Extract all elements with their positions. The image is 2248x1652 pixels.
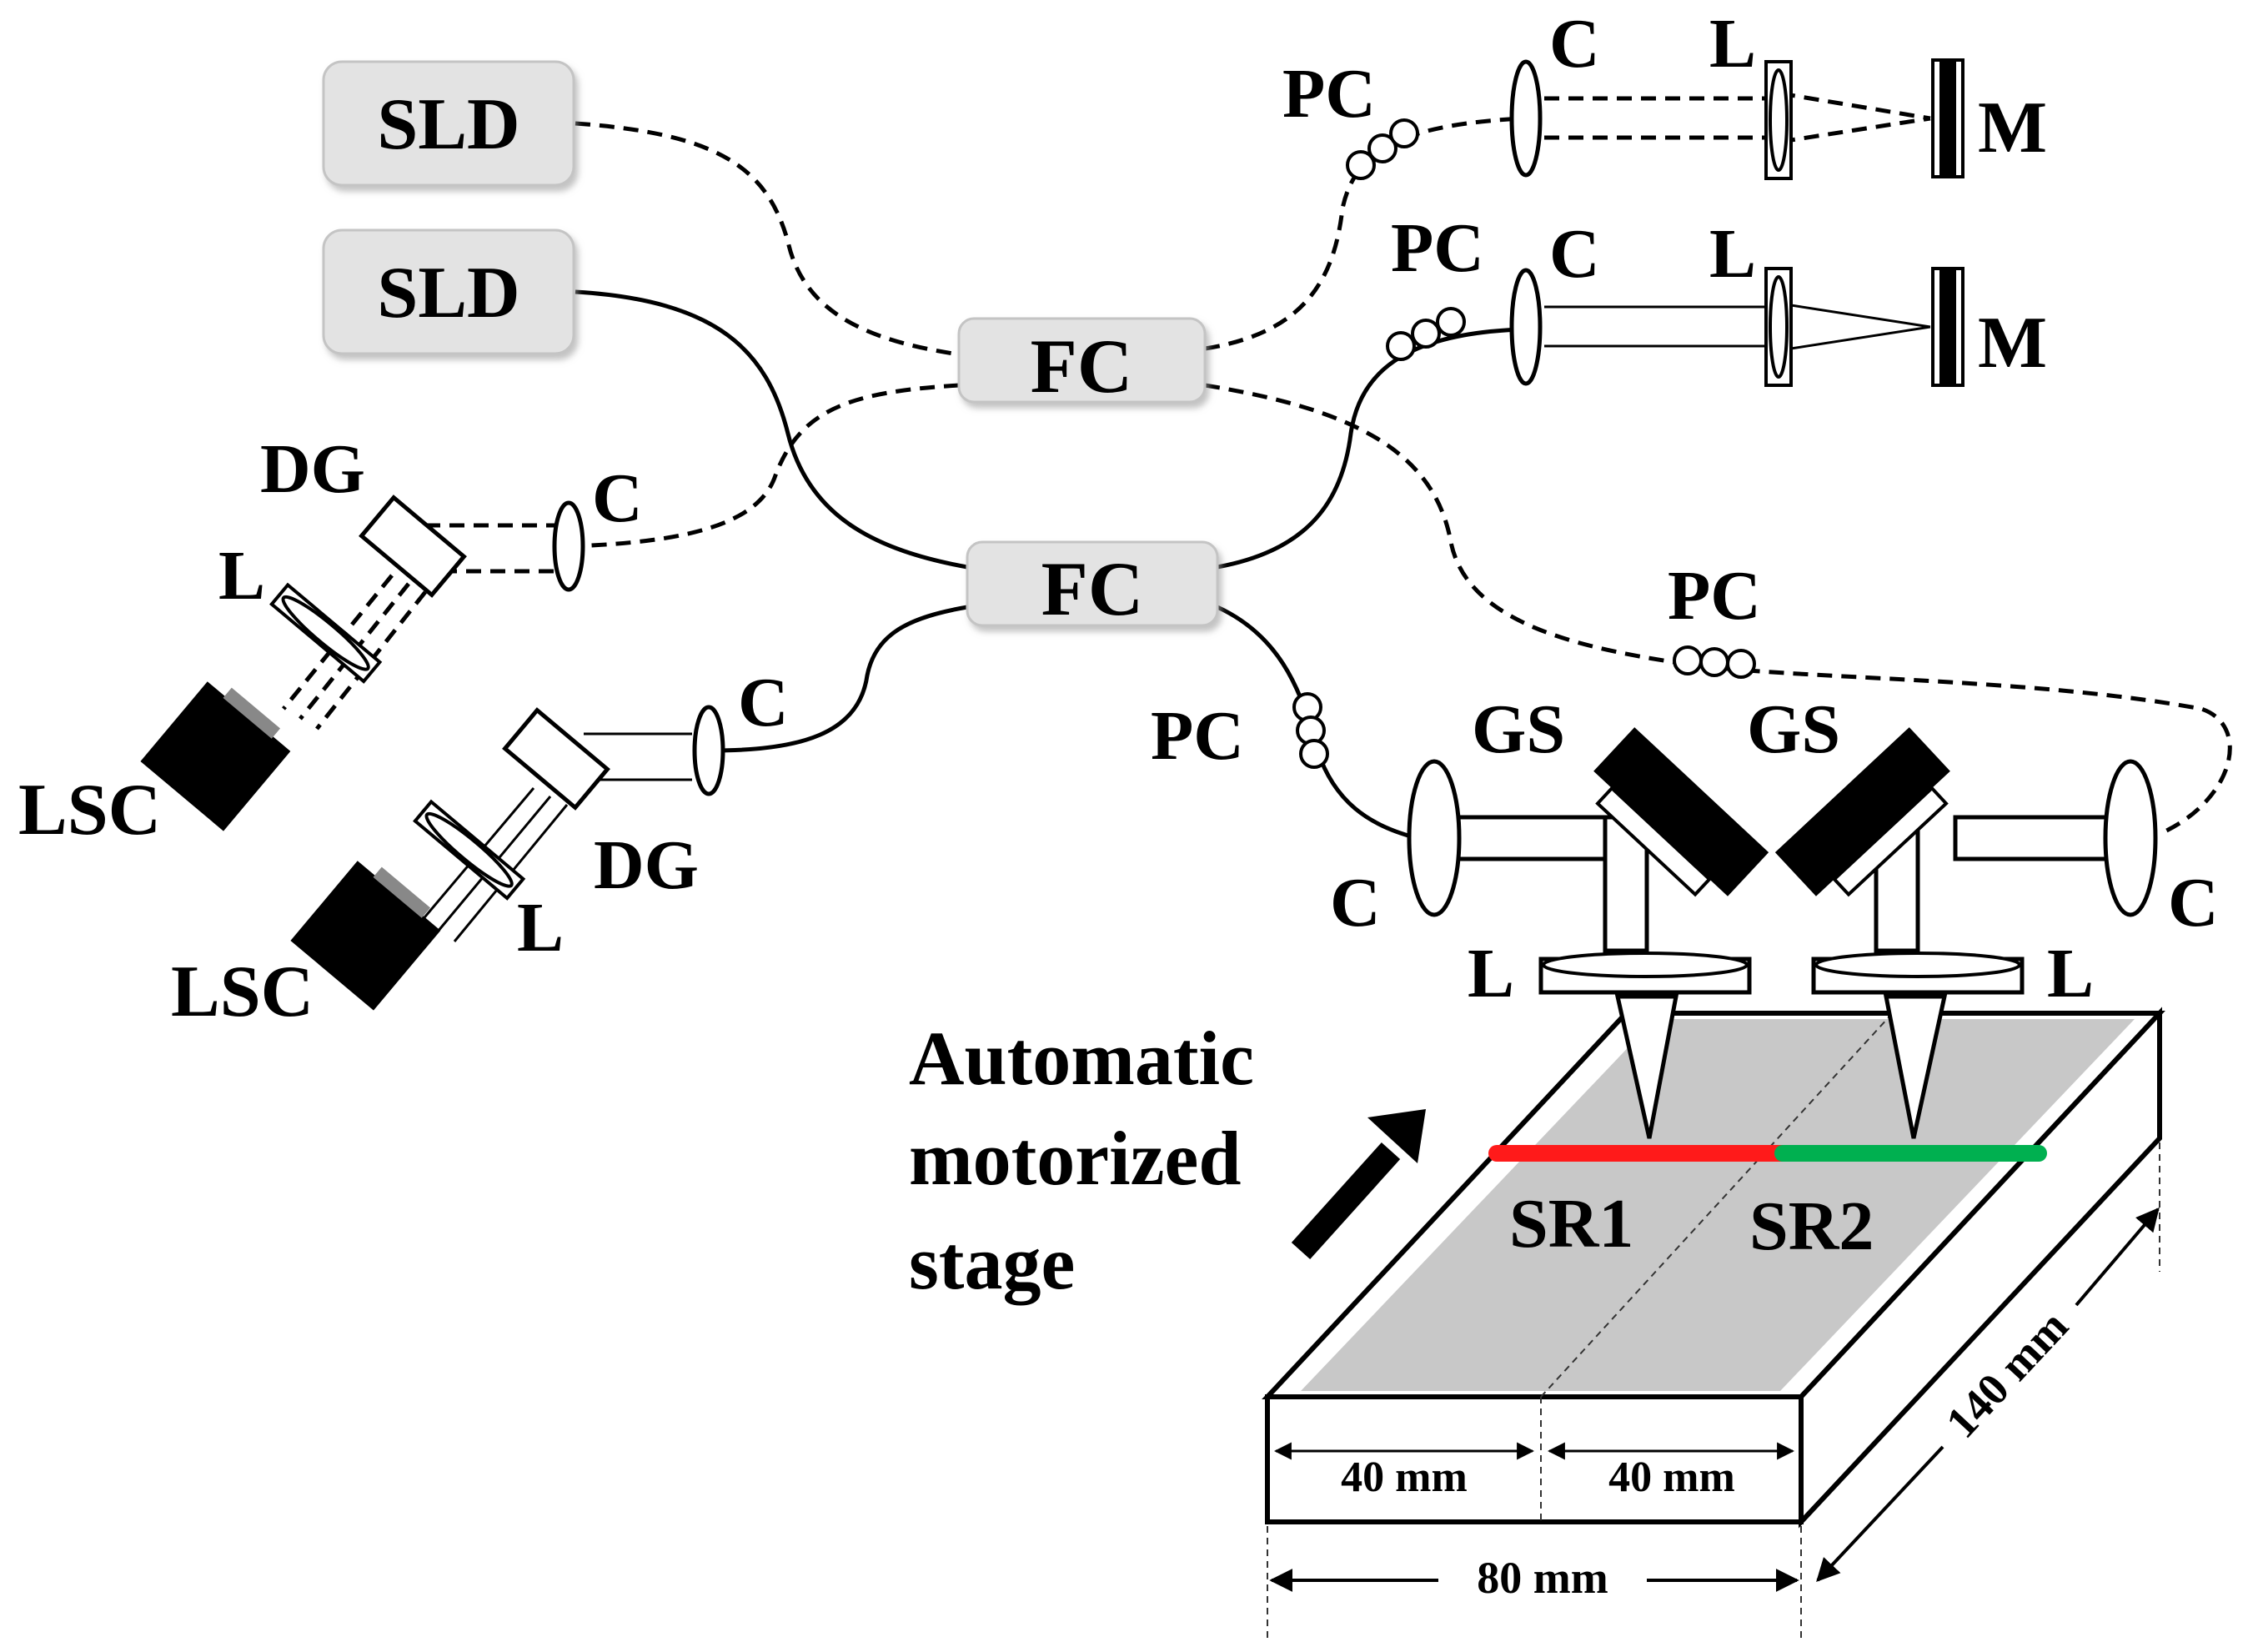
dg-spec2-label: DG — [594, 826, 699, 904]
sr1-label: SR1 — [1509, 1185, 1633, 1263]
c-spec1-label: C — [592, 459, 643, 537]
polarization-controller-1: PC — [1282, 55, 1419, 180]
lens-ref2 — [1764, 267, 1793, 387]
l-sample2-label: L — [2047, 935, 2094, 1012]
dim-80mm-label: 80 mm — [1477, 1553, 1608, 1603]
camera-spec2 — [290, 861, 441, 1011]
c-ref1-label: C — [1549, 5, 1600, 83]
spectrometer-2: DG L C LSC — [171, 664, 789, 1032]
stage-label-line-3: stage — [909, 1220, 1075, 1305]
sld-2-label: SLD — [377, 253, 519, 334]
l-spec1-label: L — [218, 537, 265, 615]
polarization-controller-4: PC — [1151, 692, 1329, 775]
mirror-ref2 — [1931, 267, 1964, 387]
sld-1: SLD — [322, 60, 575, 187]
c-spec2-label: C — [738, 664, 789, 741]
dim-40mm-left-label: 40 mm — [1341, 1454, 1468, 1501]
dg-spec1-label: DG — [260, 430, 365, 508]
dimension-40mm-left: 40 mm — [1273, 1442, 1535, 1501]
pc-1-label: PC — [1282, 55, 1376, 133]
collimator-spec2 — [692, 705, 725, 796]
l-sample1-label: L — [1468, 935, 1514, 1012]
fiber-fc2-to-spectrometer2 — [712, 605, 968, 753]
pc-2-label: PC — [1391, 209, 1484, 287]
dimension-40mm-right: 40 mm — [1547, 1442, 1795, 1501]
polarization-controller-3: PC — [1668, 557, 1761, 679]
c-ref2-label: C — [1549, 215, 1600, 293]
dimension-80mm: 80 mm — [1267, 1526, 1802, 1639]
grating-spec2 — [502, 707, 610, 811]
sample-arm-1: GS C L — [1330, 690, 1769, 1139]
fiber-sld1-to-fc1 — [575, 121, 960, 357]
fiber-sld2-to-fc2 — [575, 289, 968, 570]
gs-2-label: GS — [1747, 690, 1840, 768]
collimator-sample1 — [1407, 759, 1462, 917]
fc-1-label: FC — [1031, 324, 1133, 409]
spectrometer-1: DG L C LSC — [18, 430, 643, 851]
collimator-ref2 — [1509, 268, 1543, 386]
reference-arm-1: C L M — [1509, 5, 2047, 180]
reference-arm-2: C L M — [1509, 215, 2047, 387]
c-sample1-label: C — [1330, 864, 1381, 941]
camera-spec1 — [140, 681, 291, 831]
sample-arm-2: GS C L — [1747, 690, 2219, 1139]
l-spec2-label: L — [517, 889, 564, 967]
grating-spec1 — [359, 495, 467, 598]
stage-label-line-2: motorized — [909, 1116, 1242, 1201]
l-ref1-label: L — [1709, 5, 1756, 83]
lsc-spec1-label: LSC — [18, 770, 161, 851]
stage-label: Automatic motorized stage — [909, 1016, 1254, 1305]
collimator-spec1 — [552, 500, 585, 592]
polarization-controller-2: PC — [1386, 209, 1484, 361]
m-ref1-label: M — [1978, 88, 2047, 168]
fiber-coupler-1: FC — [957, 317, 1207, 409]
fiber-fc1-to-spectrometer1 — [573, 383, 960, 549]
l-ref2-label: L — [1709, 215, 1756, 293]
lens-spec2 — [413, 799, 526, 901]
stage-motion-arrow — [1291, 1109, 1426, 1260]
sld-1-label: SLD — [377, 84, 519, 165]
motorized-stage — [1262, 1007, 2165, 1529]
fiber-fc2-to-reference2 — [1217, 327, 1523, 570]
lsc-spec2-label: LSC — [171, 952, 314, 1032]
gs-1-label: GS — [1472, 690, 1565, 768]
mirror-ref1 — [1931, 58, 1964, 178]
lens-spec1 — [269, 582, 383, 684]
pc-3-label: PC — [1668, 557, 1761, 635]
galvo-scanner-2 — [1774, 727, 1950, 897]
lens-ref1 — [1764, 60, 1793, 180]
c-sample2-label: C — [2168, 864, 2219, 941]
objective-lens-1 — [1538, 952, 1752, 995]
fiber-coupler-2: FC — [966, 540, 1219, 631]
sld-2: SLD — [322, 228, 575, 355]
pc-4-label: PC — [1151, 697, 1244, 775]
m-ref2-label: M — [1978, 303, 2047, 384]
fc-2-label: FC — [1041, 546, 1144, 631]
objective-lens-2 — [1811, 952, 2025, 995]
collimator-ref1 — [1509, 59, 1543, 178]
galvo-scanner-1 — [1593, 727, 1769, 897]
stage-label-line-1: Automatic — [909, 1016, 1254, 1101]
collimator-sample2 — [2103, 759, 2158, 917]
dim-40mm-right-label: 40 mm — [1608, 1454, 1735, 1501]
sr2-label: SR2 — [1749, 1188, 1874, 1265]
fiber-fc1-to-reference1 — [1204, 116, 1523, 351]
